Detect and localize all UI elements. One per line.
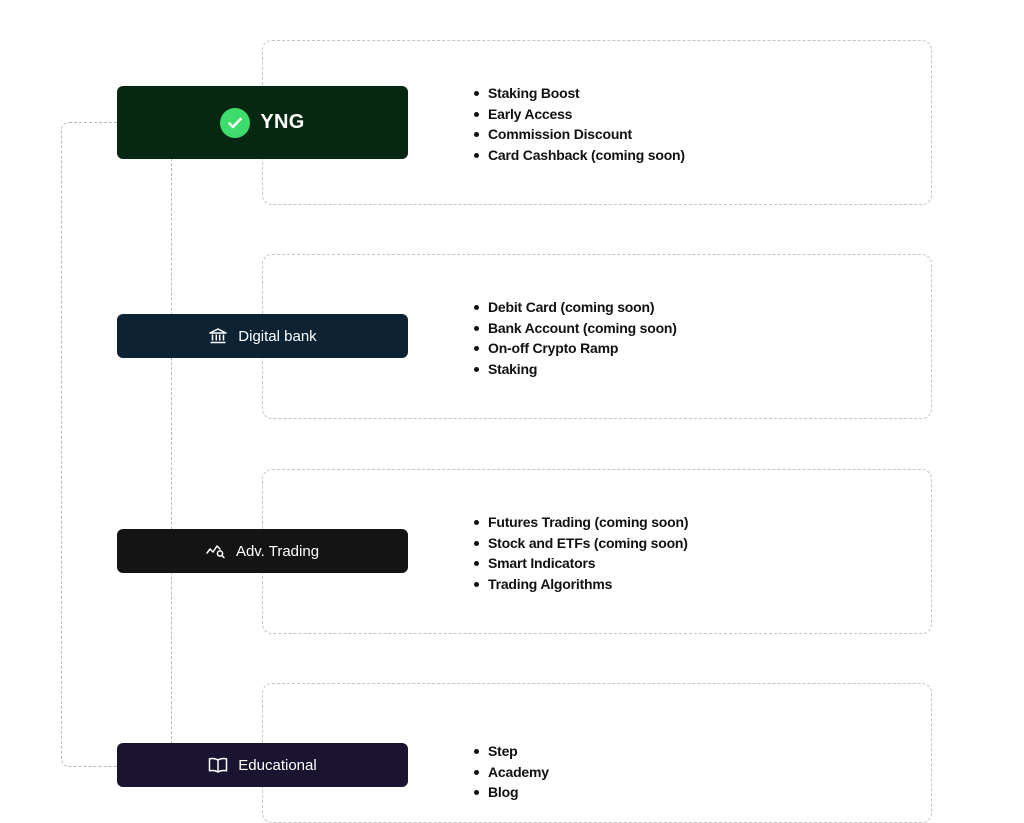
check-badge-icon bbox=[220, 107, 251, 138]
tier-diagram: Staking Boost Early Access Commission Di… bbox=[61, 40, 932, 823]
feature-list-adv-trading: Futures Trading (coming soon) Stock and … bbox=[473, 512, 689, 595]
tier-label: Adv. Trading bbox=[235, 542, 320, 560]
outer-connector bbox=[61, 122, 118, 767]
tier-educational[interactable]: Educational bbox=[117, 743, 408, 787]
book-icon bbox=[208, 756, 228, 774]
inner-connector bbox=[171, 158, 172, 744]
feature-list-educational: Step Academy Blog bbox=[473, 741, 549, 803]
tier-digital-bank[interactable]: Digital bank bbox=[117, 314, 408, 358]
tier-adv-trading[interactable]: Adv. Trading bbox=[117, 529, 408, 573]
feature-list-yng: Staking Boost Early Access Commission Di… bbox=[473, 83, 685, 166]
feature-item: Blog bbox=[473, 782, 549, 803]
feature-item: Staking bbox=[473, 359, 677, 380]
trading-chart-icon bbox=[206, 543, 226, 559]
feature-item: Debit Card (coming soon) bbox=[473, 297, 677, 318]
feature-item: Step bbox=[473, 741, 549, 762]
feature-item: Futures Trading (coming soon) bbox=[473, 512, 689, 533]
feature-item: Stock and ETFs (coming soon) bbox=[473, 533, 688, 554]
tier-label: Educational bbox=[238, 756, 317, 774]
feature-item: Smart Indicators bbox=[473, 553, 688, 574]
feature-item: On-off Crypto Ramp bbox=[473, 338, 677, 359]
tier-label: YNG bbox=[260, 111, 305, 133]
tier-label: Digital bank bbox=[238, 327, 317, 345]
feature-item: Commission Discount bbox=[473, 124, 685, 145]
feature-item: Trading Algorithms bbox=[473, 574, 688, 595]
feature-list-digital-bank: Debit Card (coming soon) Bank Account (c… bbox=[473, 297, 677, 380]
bank-icon bbox=[208, 327, 228, 345]
feature-item: Academy bbox=[473, 762, 549, 783]
feature-item: Early Access bbox=[473, 104, 685, 125]
feature-item: Card Cashback (coming soon) bbox=[473, 145, 685, 166]
feature-item: Staking Boost bbox=[473, 83, 685, 104]
tier-yng[interactable]: YNG bbox=[117, 86, 408, 159]
feature-item: Bank Account (coming soon) bbox=[473, 318, 677, 339]
